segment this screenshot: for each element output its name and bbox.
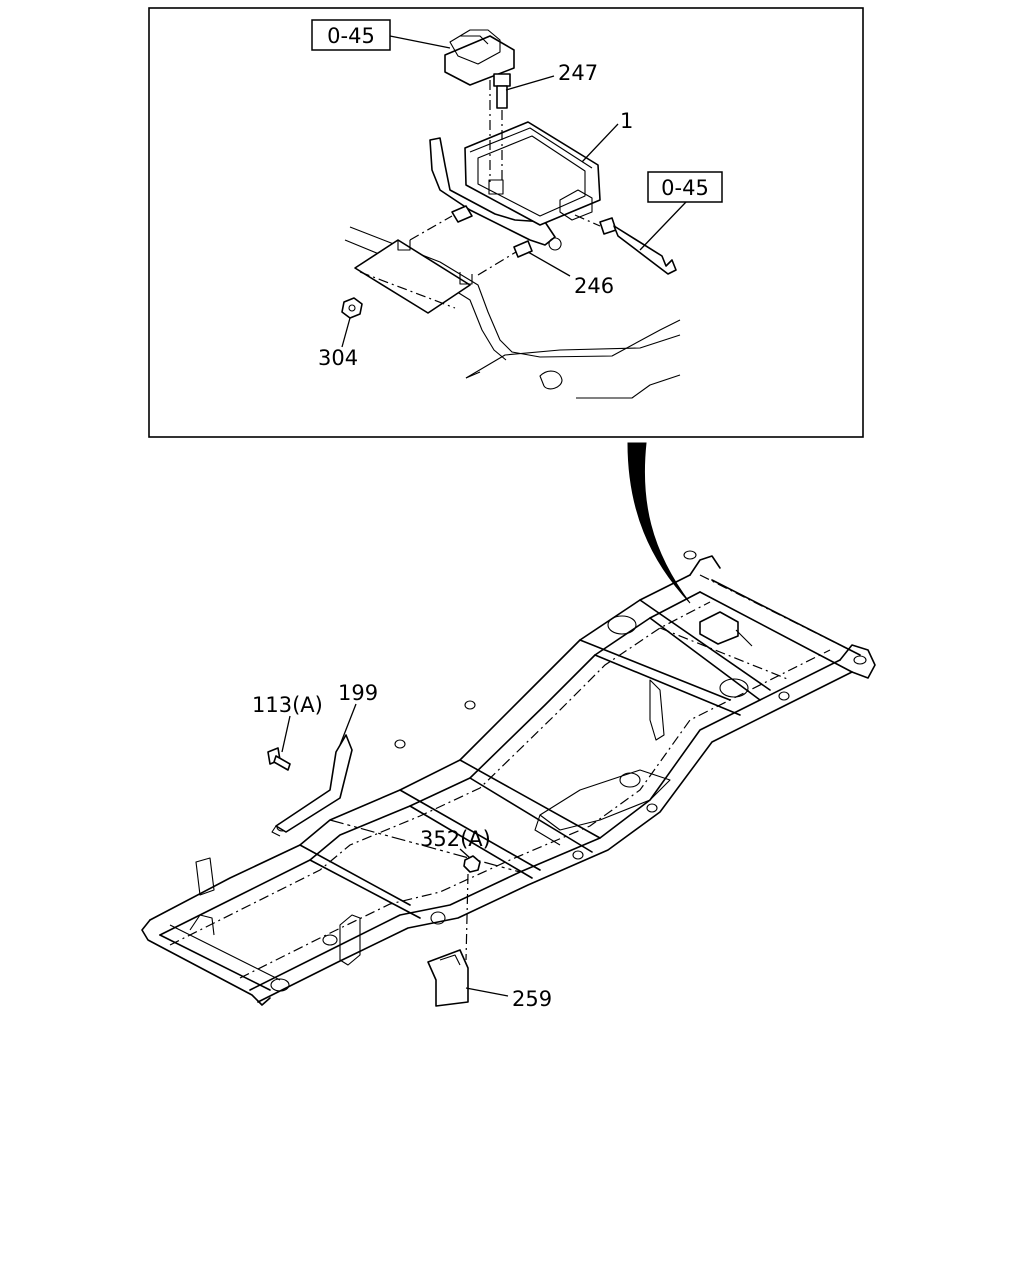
ref-box-right — [647, 171, 723, 203]
part-label-247: 247 — [558, 61, 598, 85]
mounting-bracket — [354, 239, 473, 314]
nut-352a — [463, 855, 481, 961]
long-bolt — [574, 214, 677, 275]
ref-box-top — [311, 19, 391, 51]
part-label-199: 199 — [338, 681, 378, 705]
bolt-113a — [267, 747, 291, 771]
bracket-199 — [271, 734, 353, 837]
chassis-frame — [141, 550, 876, 1006]
detail-inset: 0-45 0-45 247 1 246 304 — [148, 7, 864, 438]
bolt-247 — [489, 73, 511, 182]
part-label-352a: 352(A) — [420, 827, 491, 851]
top-relay-part — [444, 29, 515, 86]
part-label-304: 304 — [318, 346, 358, 370]
part-label-113a: 113(A) — [252, 693, 323, 717]
ref-label-right: 0-45 — [661, 176, 709, 200]
module-part-1 — [429, 121, 601, 251]
nut-304 — [341, 297, 363, 319]
detail-callout-arrow-icon — [627, 442, 691, 604]
part-label-1: 1 — [620, 109, 633, 133]
detail-border — [148, 7, 864, 438]
part-label-246: 246 — [574, 274, 614, 298]
bracket-259 — [427, 949, 469, 1007]
ref-label-top: 0-45 — [327, 24, 375, 48]
part-label-259: 259 — [512, 987, 552, 1011]
bolts-246 — [409, 205, 533, 276]
